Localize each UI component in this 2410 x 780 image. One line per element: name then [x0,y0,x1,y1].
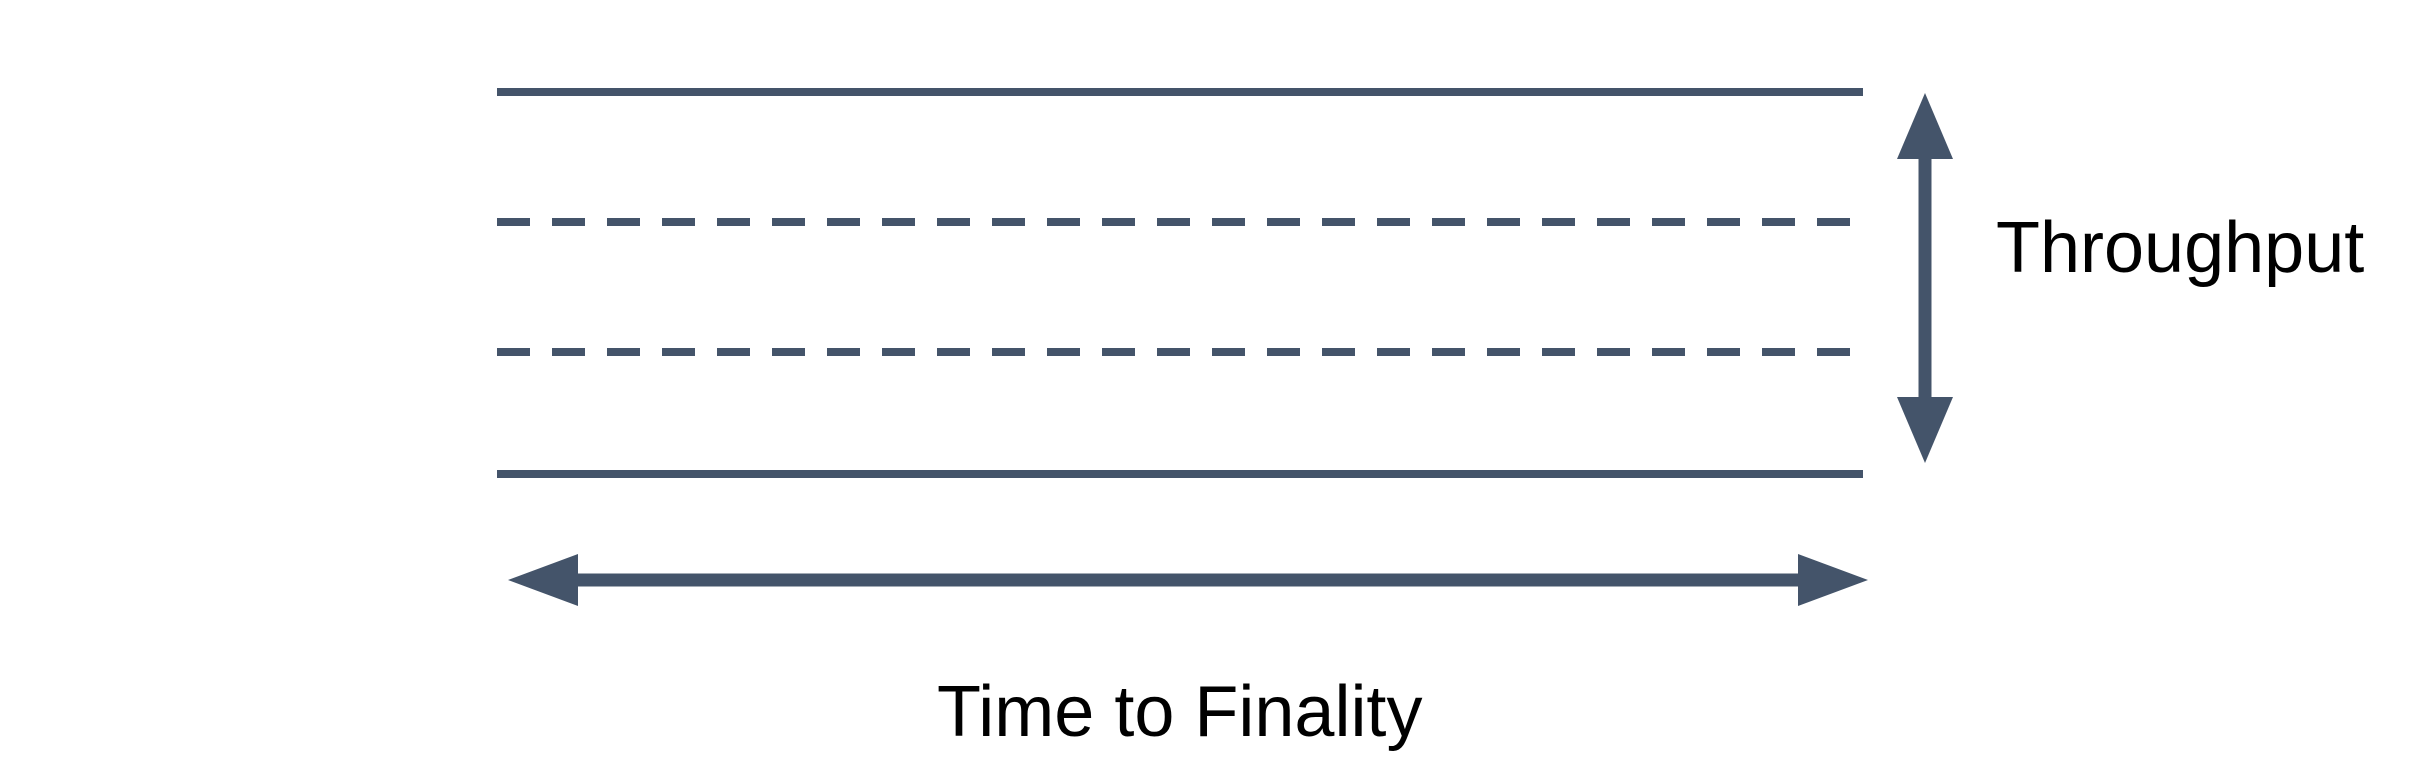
road-lines-group [497,88,1863,478]
throughput-axis-label: Throughput [1996,208,2365,288]
double-headed-vertical-arrow-icon [1897,93,1953,463]
time-to-finality-axis-label: Time to Finality [937,672,1423,752]
double-headed-horizontal-arrow-icon [508,554,1868,606]
